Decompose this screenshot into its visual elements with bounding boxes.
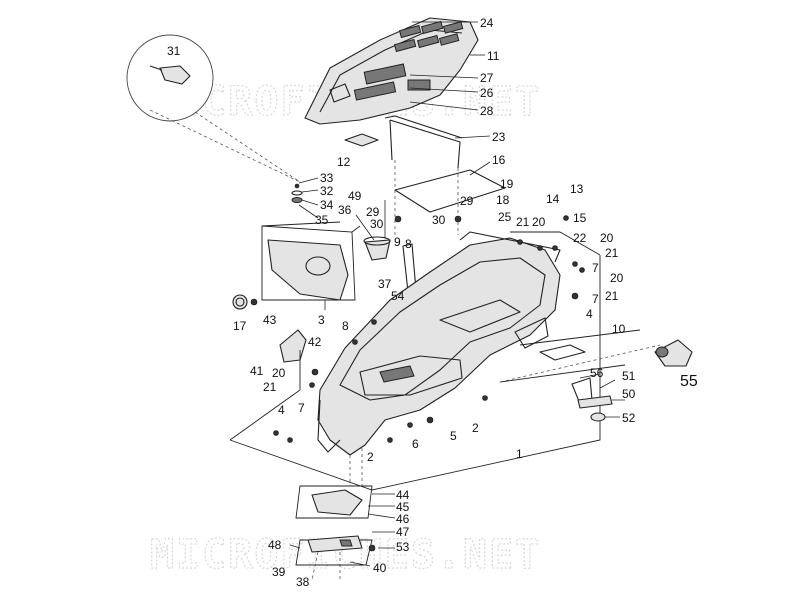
label-36: 36 [338, 203, 352, 217]
label-27: 27 [480, 71, 494, 85]
pad-part-12 [344, 133, 379, 147]
panel-part-10 [539, 344, 586, 361]
inner-panel-part-3 [261, 225, 356, 310]
label-17: 17 [233, 319, 247, 333]
label-2a: 2 [472, 421, 479, 435]
label-45: 45 [396, 500, 410, 514]
label-40: 40 [373, 561, 387, 575]
leader-lines-top [394, 21, 491, 235]
label-32: 32 [320, 184, 334, 198]
label-53: 53 [396, 540, 410, 554]
label-39: 39 [272, 565, 286, 579]
plate-part-48 [289, 531, 395, 581]
label-24: 24 [480, 16, 494, 30]
label-55: 55 [680, 373, 698, 390]
label-50: 50 [622, 387, 636, 401]
label-41: 41 [250, 364, 264, 378]
label-19: 19 [500, 177, 514, 191]
label-20c: 20 [610, 271, 624, 285]
label-30a: 30 [370, 217, 384, 231]
label-33: 33 [320, 171, 334, 185]
label-46: 46 [396, 512, 410, 526]
label-21c: 21 [605, 289, 619, 303]
label-22: 22 [573, 231, 587, 245]
label-34: 34 [320, 198, 334, 212]
label-13: 13 [570, 182, 584, 196]
label-26: 26 [480, 86, 494, 100]
label-20a: 20 [532, 215, 546, 229]
label-29a: 29 [366, 205, 380, 219]
connector-dash-bottom [349, 448, 363, 486]
assembly-outline-10 [499, 329, 641, 383]
label-7c: 7 [298, 401, 305, 415]
label-12: 12 [337, 155, 351, 169]
label-20d: 20 [272, 366, 286, 380]
label-25: 25 [498, 210, 512, 224]
fastener-stack-32-35 [291, 177, 319, 219]
label-21a: 21 [516, 215, 530, 229]
label-35: 35 [315, 213, 329, 227]
label-11: 11 [487, 49, 500, 63]
label-42: 42 [308, 335, 322, 349]
label-8a: 8 [405, 237, 412, 251]
connector-part-55 [654, 339, 693, 367]
label-28: 28 [480, 104, 494, 118]
plate-part-45 [295, 485, 396, 519]
label-49: 49 [348, 189, 362, 203]
label-47: 47 [396, 525, 410, 539]
label-54: 54 [391, 289, 405, 303]
bracket-part-41 [279, 329, 307, 363]
label-4b: 4 [278, 403, 285, 417]
mat-part-16 [394, 169, 506, 213]
bracket-part-23 [384, 115, 463, 169]
label-29b: 29 [460, 194, 474, 208]
label-21b: 21 [605, 246, 619, 260]
bracket-part-50 [571, 373, 625, 422]
label-51: 51 [622, 369, 636, 383]
assembly-outline-1 [229, 231, 601, 491]
label-10: 10 [612, 322, 626, 336]
label-30b: 30 [432, 213, 446, 227]
inset-detail-31 [126, 34, 301, 183]
label-1: 1 [516, 447, 523, 461]
label-15: 15 [573, 211, 587, 225]
connector-dash-55 [499, 344, 661, 383]
label-14: 14 [546, 192, 560, 206]
label-2b: 2 [367, 450, 374, 464]
label-6: 6 [412, 437, 419, 451]
label-37: 37 [378, 277, 392, 291]
label-16: 16 [492, 153, 506, 167]
label-9: 9 [394, 235, 401, 249]
label-7b: 7 [592, 292, 599, 306]
label-31: 31 [167, 44, 181, 58]
label-23: 23 [492, 130, 506, 144]
label-18: 18 [496, 193, 510, 207]
label-43: 43 [263, 313, 277, 327]
label-38: 38 [296, 575, 310, 589]
assembly-outline-3-frame [261, 221, 361, 233]
label-21d: 21 [263, 380, 277, 394]
cap-part-17 [232, 294, 258, 310]
label-56: 56 [590, 366, 604, 380]
cup-part-36 [355, 200, 391, 261]
screws-body [273, 215, 585, 443]
label-20b: 20 [600, 231, 614, 245]
label-7a: 7 [592, 261, 599, 275]
label-4a: 4 [586, 307, 593, 321]
label-52: 52 [622, 411, 636, 425]
label-48: 48 [268, 538, 282, 552]
part-number-labels: 24 11 27 26 28 23 12 16 31 33 32 34 35 4… [167, 16, 698, 589]
tray-part-11 [304, 17, 479, 125]
label-8b: 8 [342, 319, 349, 333]
label-5: 5 [450, 429, 457, 443]
label-3: 3 [318, 313, 325, 327]
label-44: 44 [396, 488, 410, 502]
